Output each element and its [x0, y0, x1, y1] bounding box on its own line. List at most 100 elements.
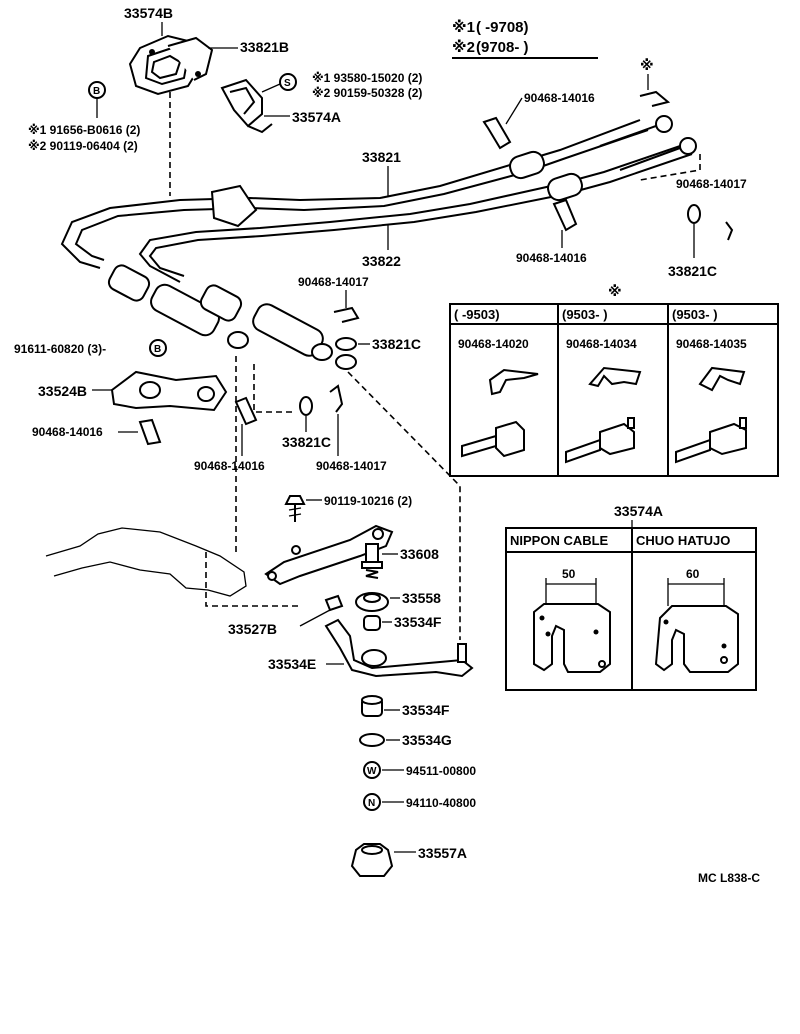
bracket-col2-dim: 60: [686, 567, 700, 581]
note-93580-1: ※1 93580-15020 (2): [312, 71, 422, 85]
clip-90468-14016-top-drawing: [482, 116, 512, 150]
bracket-table-title: 33574A: [614, 503, 663, 519]
bushing-33534f-lower-drawing: [361, 695, 383, 717]
clip-col1-drawing: [461, 368, 539, 458]
clip-90468-14017-right-drawing: [725, 221, 734, 241]
label-33821c-right: 33821C: [668, 263, 717, 279]
clip-col2-part: 90468-14034: [566, 337, 637, 351]
clip-col1-header: ( -9503): [454, 307, 500, 322]
clip-90468-14017-center-drawing: [333, 306, 360, 323]
label-33534g: 33534G: [402, 732, 452, 748]
label-94110: 94110-40800: [406, 796, 476, 810]
bracket-chuo-drawing: [654, 578, 739, 673]
legend-range-2: (9708- ): [476, 39, 529, 56]
clip-table-star: ※: [608, 283, 622, 299]
circle-w-icon: [363, 761, 381, 779]
clip-col2-drawing: [565, 366, 642, 464]
clip-90468-14016-lower-drawing: [234, 396, 258, 426]
clip-col3-part: 90468-14035: [676, 337, 747, 351]
label-33821: 33821: [362, 149, 401, 165]
label-90468-14016-left: 90468-14016: [32, 425, 103, 439]
dash-left-step: [253, 364, 296, 413]
bracket-table: [505, 527, 757, 691]
circle-b-top-text: B: [93, 86, 100, 97]
clip-90468-14016-mid-drawing: [552, 198, 578, 232]
circle-b-left-icon: [149, 339, 167, 357]
label-90468-14017-lower: 90468-14017: [316, 459, 387, 473]
label-33557a: 33557A: [418, 845, 467, 861]
circle-n-text: N: [368, 798, 375, 809]
label-33558: 33558: [402, 590, 441, 606]
clip-table: [449, 303, 779, 477]
circle-w-text: W: [367, 766, 377, 777]
grommet-33821c-center-drawing: [335, 354, 357, 370]
bolt-90119-10216-drawing: [284, 495, 306, 522]
label-33822: 33822: [362, 253, 401, 269]
washer-33534g-drawing: [359, 733, 385, 747]
small-clip-drawing: [639, 90, 671, 107]
clip-90468-14016-left-drawing: [138, 418, 162, 446]
bushing-33534f-upper-drawing: [363, 615, 381, 631]
bracket-33524b-drawing: [110, 370, 228, 412]
clip-90468-14017-lower-drawing: [329, 384, 344, 413]
note-91611: 91611-60820 (3)-: [14, 342, 106, 356]
leader-33527b: [299, 609, 331, 627]
dash-lower-left: [205, 552, 300, 607]
transmission-outline-drawing: [45, 527, 247, 597]
lever-33534e-drawing: [324, 618, 474, 678]
pin-33608-drawing: [361, 543, 383, 579]
bracket-col1-dim: 50: [562, 567, 576, 581]
label-90468-14016-top: 90468-14016: [524, 91, 595, 105]
label-33821c-center: 33821C: [372, 336, 421, 352]
label-33574b: 33574B: [124, 5, 173, 21]
bushing-33558-drawing: [355, 592, 389, 612]
label-33524b: 33524B: [38, 383, 87, 399]
label-33821b: 33821B: [240, 39, 289, 55]
clip-33574a-drawing: [220, 78, 273, 134]
circle-s-icon: [279, 73, 297, 91]
dash-diagonal-right: [347, 371, 461, 640]
legend-range-1: ( -9708): [476, 19, 529, 36]
washer-33821c-right-drawing: [687, 204, 701, 224]
diagram-code: MC L838-C: [698, 871, 760, 885]
lever-plate-drawing: [264, 524, 394, 586]
label-33527b: 33527B: [228, 621, 277, 637]
bracket-col1-header: NIPPON CABLE: [510, 533, 609, 548]
circle-n-icon: [363, 793, 381, 811]
cable-assembly-drawing: [60, 115, 697, 361]
knob-33557a-drawing: [350, 843, 394, 877]
legend-mark-1: ※1: [452, 18, 475, 36]
note-91656-2: ※2 90119-06404 (2): [28, 139, 138, 153]
dash-right: [639, 154, 701, 181]
legend: ※1 ( -9708) ※2 (9708- ): [452, 18, 598, 59]
leader-90468-14016-top: [505, 97, 523, 125]
washer-33821c-center-drawing: [335, 337, 357, 351]
label-90468-14017-right: 90468-14017: [676, 177, 747, 191]
label-90468-14017-center: 90468-14017: [298, 275, 369, 289]
label-33821c-lower: 33821C: [282, 434, 331, 450]
note-91656-1: ※1 91656-B0616 (2): [28, 123, 140, 137]
star-top-right: ※: [640, 57, 654, 73]
clip-col3-header: (9503- ): [672, 307, 718, 322]
label-90468-14016-mid: 90468-14016: [516, 251, 587, 265]
bracket-33574b-drawing: [128, 34, 214, 96]
bracket-nippon-drawing: [533, 578, 611, 673]
label-33534e: 33534E: [268, 656, 316, 672]
label-90468-14016-lower: 90468-14016: [194, 459, 265, 473]
label-94511: 94511-00800: [406, 764, 476, 778]
circle-b-left-text: B: [154, 344, 161, 355]
label-33534f-upper: 33534F: [394, 614, 442, 630]
washer-33527b-drawing: [324, 594, 344, 612]
washer-33821c-lower-drawing: [299, 396, 313, 416]
clip-col1-part: 90468-14020: [458, 337, 529, 351]
label-33608: 33608: [400, 546, 439, 562]
bracket-col2-header: CHUO HATUJO: [636, 533, 730, 548]
legend-mark-2: ※2: [452, 38, 475, 56]
note-93580-2: ※2 90159-50328 (2): [312, 86, 422, 100]
note-90119-10216: 90119-10216 (2): [324, 494, 412, 508]
label-33574a-top: 33574A: [292, 109, 341, 125]
clip-col2-header: (9503- ): [562, 307, 608, 322]
clip-col3-drawing: [675, 366, 747, 464]
label-33534f-lower: 33534F: [402, 702, 450, 718]
